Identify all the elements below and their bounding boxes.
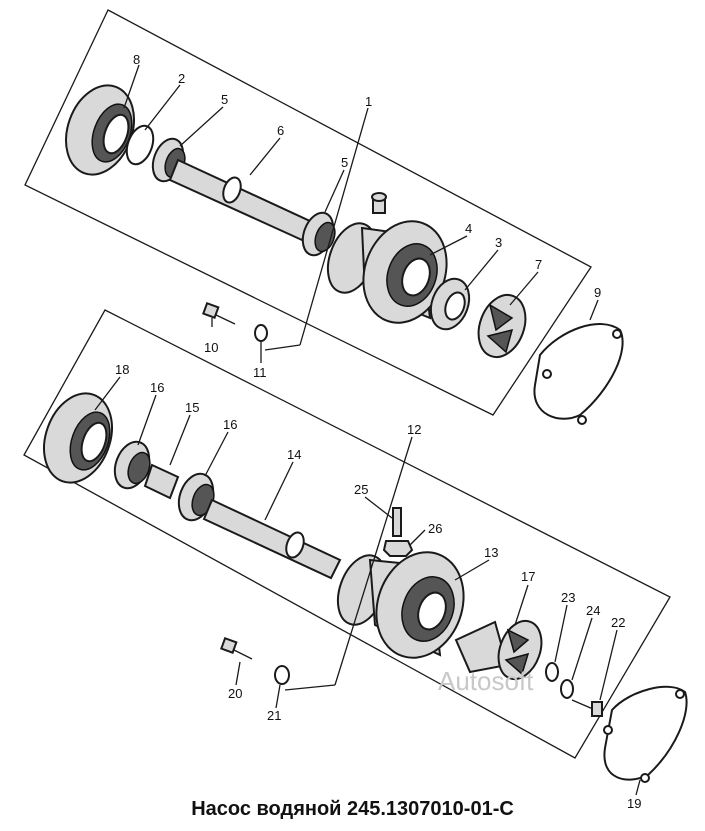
shaft-6 (168, 158, 314, 242)
bearing-5-rear (301, 211, 336, 257)
bolt-20 (220, 636, 253, 660)
callout-23: 23 (561, 590, 575, 605)
diagram-caption: Насос водяной 245.1307010-01-С (191, 798, 514, 820)
gasket-19 (603, 685, 688, 783)
pump-housing-4 (326, 220, 448, 324)
shaft-14 (202, 498, 342, 580)
callout-3: 3 (495, 235, 502, 250)
callout-4: 4 (465, 221, 472, 236)
callout-21: 21 (267, 708, 281, 723)
pump-housing-13 (336, 551, 465, 659)
callout-2: 2 (178, 71, 185, 86)
gear-18 (43, 392, 113, 484)
bearing-16-front (113, 440, 151, 490)
callout-8: 8 (133, 52, 140, 67)
stud-25 (392, 507, 402, 537)
callout-19: 19 (627, 796, 641, 811)
callout-17: 17 (521, 569, 535, 584)
callout-14: 14 (287, 447, 301, 462)
callout-1: 1 (365, 94, 372, 109)
washer-21 (274, 665, 290, 685)
watermark: Autosoft (438, 666, 534, 696)
assembly-frame-lower (23, 309, 671, 759)
callout-5-rear: 5 (341, 155, 348, 170)
retaining-ring-2 (125, 124, 155, 166)
callout-18: 18 (115, 362, 129, 377)
bolt-22 (571, 699, 603, 717)
callout-16-rear: 16 (223, 417, 237, 432)
callout-20: 20 (228, 686, 242, 701)
callout-5-front: 5 (221, 92, 228, 107)
callout-10: 10 (204, 340, 218, 355)
callout-22: 22 (611, 615, 625, 630)
seal-impeller-17 (454, 619, 543, 681)
callout-6: 6 (277, 123, 284, 138)
callout-13: 13 (484, 545, 498, 560)
nut-26 (382, 540, 414, 557)
callout-26: 26 (428, 521, 442, 536)
impeller-7 (477, 294, 527, 358)
callout-12: 12 (407, 422, 421, 437)
grease-fitting (371, 192, 387, 214)
gear-8 (65, 84, 135, 176)
gasket-9 (533, 323, 624, 425)
assembly-frame-upper (24, 9, 592, 416)
washer-24 (560, 679, 574, 699)
leader-lines (94, 64, 641, 796)
seal-3 (429, 277, 471, 331)
washer-11 (254, 324, 268, 342)
callout-7: 7 (535, 257, 542, 272)
callout-24: 24 (586, 603, 600, 618)
callout-25: 25 (354, 482, 368, 497)
bolt-10 (202, 301, 236, 325)
callout-9: 9 (594, 285, 601, 300)
callout-11: 11 (253, 365, 267, 380)
callout-16-front: 16 (150, 380, 164, 395)
spacer-15 (143, 463, 180, 500)
callout-15: 15 (185, 400, 199, 415)
washer-23 (545, 662, 559, 682)
